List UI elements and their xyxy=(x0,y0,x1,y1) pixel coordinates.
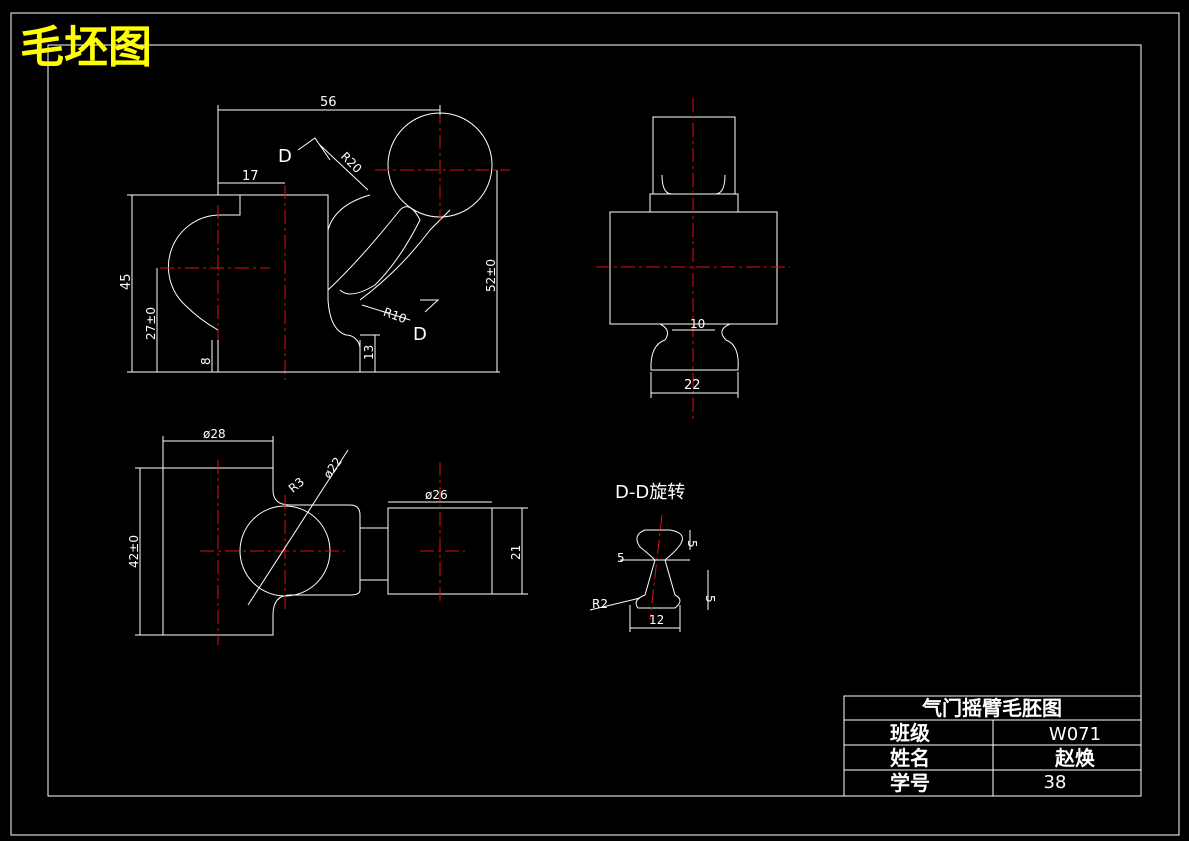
dim-52: 52±0 xyxy=(484,259,498,292)
name-label: 姓名 xyxy=(890,746,930,770)
dim-dia22: ø22 xyxy=(320,455,344,482)
front-view: 56 17 D R20 R10 D 45 27±0 8 13 52±0 xyxy=(119,95,510,380)
section-label: D-D旋转 xyxy=(615,482,685,503)
title-block-name: 气门摇臂毛胚图 xyxy=(921,696,1062,720)
side-view: 10 22 xyxy=(596,98,790,420)
id-label: 学号 xyxy=(890,771,930,795)
drawing-title: 毛坯图 xyxy=(20,22,152,73)
dim-42: 42±0 xyxy=(127,535,141,568)
dim-r20: R20 xyxy=(338,149,365,176)
class-value: W071 xyxy=(1049,724,1101,745)
outer-frame xyxy=(10,12,1180,836)
section-view: D-D旋转 5 5 5 R2 12 xyxy=(589,482,717,632)
dim-sec-12: 12 xyxy=(649,613,664,627)
dim-sec-5c: 5 xyxy=(703,595,717,603)
section-marker-top: D xyxy=(278,146,292,167)
dim-10: 10 xyxy=(690,317,705,331)
dim-27: 27±0 xyxy=(144,307,158,340)
dim-17: 17 xyxy=(242,169,259,184)
dim-dia26: ø26 xyxy=(425,488,448,502)
dim-8: 8 xyxy=(199,357,213,365)
dim-r3: R3 xyxy=(286,475,307,496)
title-block: 气门摇臂毛胚图 班级 W071 姓名 赵焕 学号 38 xyxy=(843,695,1142,797)
dim-13: 13 xyxy=(362,345,376,360)
dim-sec-r2: R2 xyxy=(592,597,608,611)
top-view: ø28 ø22 R3 42±0 ø26 21 xyxy=(127,427,528,645)
class-label: 班级 xyxy=(890,721,930,745)
dim-56: 56 xyxy=(320,95,337,110)
name-value: 赵焕 xyxy=(1054,746,1095,770)
id-value: 38 xyxy=(1044,772,1067,793)
section-marker-bottom: D xyxy=(413,324,427,345)
inner-frame xyxy=(47,44,1142,797)
dim-r10: R10 xyxy=(381,305,408,326)
dim-sec-5b: 5 xyxy=(685,540,699,548)
dim-sec-5a: 5 xyxy=(617,551,625,565)
dim-22: 22 xyxy=(684,378,701,393)
dim-45: 45 xyxy=(119,273,134,290)
dim-dia28: ø28 xyxy=(203,427,226,441)
dim-21: 21 xyxy=(509,545,523,560)
